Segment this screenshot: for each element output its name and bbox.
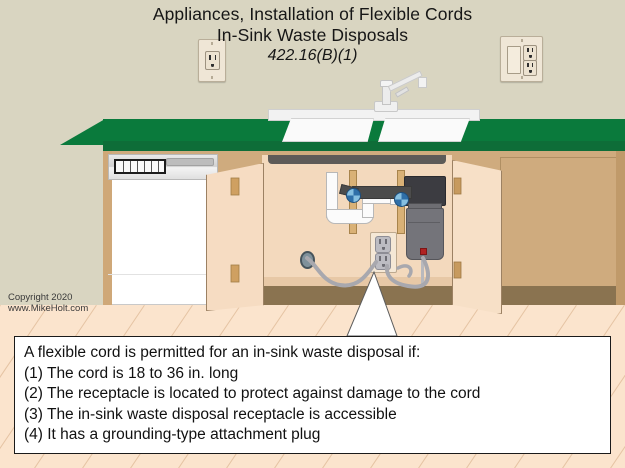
- dishwasher-handle: [166, 158, 214, 166]
- cabinet-door-right-open: [452, 160, 502, 314]
- cabinet-left-edge: [103, 151, 112, 305]
- faucet-spout-tip: [418, 77, 427, 88]
- duplex-receptacle-icon: [205, 51, 220, 70]
- cabinet-right-edge: [616, 151, 625, 305]
- plate-screw-top: [211, 42, 213, 45]
- cabinet-top-shadow: [268, 155, 446, 164]
- cabinet-door-left-open: [206, 163, 264, 311]
- countertop-front-edge: [103, 141, 625, 151]
- title-block: Appliances, Installation of Flexible Cor…: [0, 4, 625, 66]
- under-sink-outlet-upper: [375, 236, 391, 253]
- countertop-left-bevel: [60, 119, 105, 145]
- callout-intro: A flexible cord is permitted for an in-s…: [24, 344, 421, 361]
- callout-item-4: (4) It has a grounding-type attachment p…: [24, 426, 321, 443]
- disposal-seam: [408, 222, 440, 223]
- plate-screw-bottom: [211, 76, 213, 79]
- dishwasher-button-divider: [130, 161, 131, 172]
- dishwasher-button-row: [114, 159, 166, 174]
- plate-screw-top: [520, 39, 523, 42]
- copyright-year: Copyright 2020: [8, 292, 73, 303]
- sink-basin-right: [378, 118, 470, 142]
- callout-item-2: (2) The receptacle is located to protect…: [24, 385, 481, 402]
- title-line-2: In-Sink Waste Disposals: [216, 25, 409, 45]
- dishwasher-button-divider: [158, 161, 159, 172]
- callout-text-box: A flexible cord is permitted for an in-s…: [14, 336, 611, 454]
- wall-receptacle-plate-left: [198, 39, 226, 82]
- callout-item-1: (1) The cord is 18 to 36 in. long: [24, 364, 239, 382]
- dishwasher-button-divider: [144, 161, 145, 172]
- cabinet-wall-grommet: [300, 251, 315, 269]
- copyright-block: Copyright 2020 www.MikeHolt.com: [8, 292, 88, 314]
- dishwasher-button-divider: [123, 161, 124, 172]
- dishwasher-button-divider: [151, 161, 152, 172]
- dishwasher-button-divider: [137, 161, 138, 172]
- receptacle-lower-icon: [523, 60, 537, 76]
- shutoff-valve-left: [346, 188, 361, 203]
- cabinet-door-right-closed: [500, 157, 624, 305]
- disposal-cord-exit: [421, 257, 424, 287]
- wall-switch-receptacle-plate-right: [500, 36, 543, 82]
- under-sink-outlet-lower: [375, 253, 391, 270]
- sink-basin-left: [282, 118, 374, 142]
- rocker-switch-icon: [507, 46, 521, 74]
- copyright-url: www.MikeHolt.com: [8, 303, 89, 314]
- callout-item-3: (3) The in-sink waste disposal receptacl…: [24, 405, 397, 423]
- title-code-reference: 422.16(B)(1): [267, 47, 358, 64]
- title-line-1: Appliances, Installation of Flexible Cor…: [152, 4, 473, 24]
- dishwasher-door-seam: [108, 274, 216, 275]
- plate-screw-bottom: [520, 76, 523, 79]
- floor-grout-line: [0, 305, 1, 468]
- receptacle-upper-icon: [523, 45, 537, 61]
- shutoff-valve-right: [394, 192, 409, 207]
- disposal-reset-button: [420, 248, 427, 255]
